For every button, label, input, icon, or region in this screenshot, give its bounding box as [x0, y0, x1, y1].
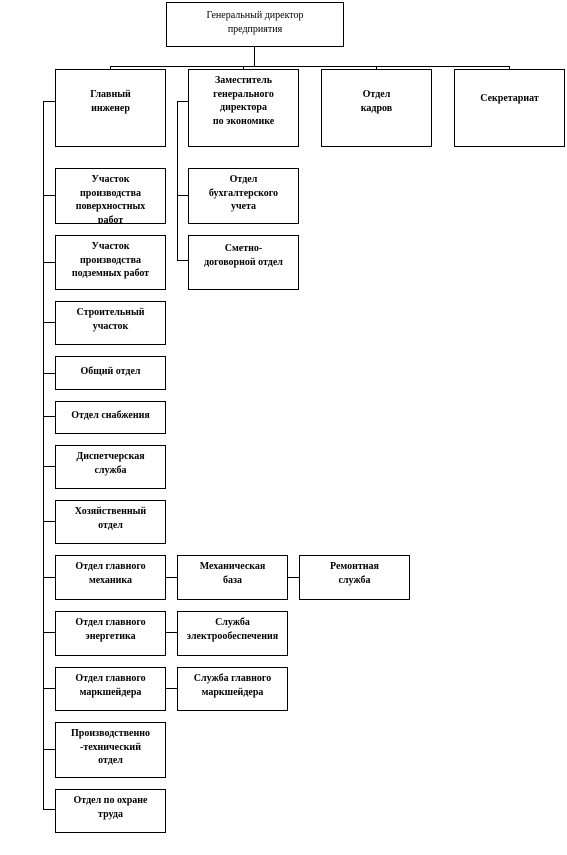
branch-general-dept [43, 373, 56, 374]
chief-engineer-spine [43, 101, 44, 809]
connector-ceo-down [254, 46, 255, 67]
node-chief-engineer-label: Главный инженер [90, 89, 131, 114]
branch-surface-section [43, 195, 56, 196]
node-household-dept: Хозяйственный отдел [55, 500, 166, 544]
node-household-dept-label: Хозяйственный отдел [74, 506, 147, 531]
connector-chief-engineer [110, 66, 111, 70]
node-chief-power-label: Отдел главного энергетика [75, 617, 146, 642]
node-mech-base: Механическая база [177, 555, 288, 600]
link-power-to-service [166, 632, 178, 633]
node-supply-dept: Отдел снабжения [55, 401, 166, 434]
node-production-tech: Производственно -технический отдел [55, 722, 166, 778]
node-power-service: Служба электрообеспечения [177, 611, 288, 656]
node-mech-base-label: Механическая база [199, 561, 266, 586]
node-general-dept-label: Общий отдел [80, 366, 141, 377]
node-surveyor-service: Служба главного маркшейдера [177, 667, 288, 711]
branch-production-tech [43, 749, 56, 750]
node-ceo-label: Генеральный директор предприятия [206, 10, 304, 35]
node-construction-section: Строительный участок [55, 301, 166, 345]
node-deputy-economics-label: Заместитель генерального директора по эк… [212, 75, 275, 127]
node-surveyor-service-label: Служба главного маркшейдера [193, 673, 272, 698]
node-general-dept: Общий отдел [55, 356, 166, 390]
node-underground-section: Участок производства подземных работ [55, 235, 166, 290]
node-chief-mechanic: Отдел главного механика [55, 555, 166, 600]
node-chief-mechanic-label: Отдел главного механика [75, 561, 146, 586]
node-secretariat-label: Секретариат [480, 93, 539, 104]
branch-dispatch [43, 466, 56, 467]
branch-estimates [177, 260, 188, 261]
node-accounting: Отдел бухгалтерского учета [188, 168, 299, 224]
node-construction-section-label: Строительный участок [76, 307, 145, 332]
node-repair-service: Ремонтная служба [299, 555, 410, 600]
node-production-tech-label: Производственно -технический отдел [71, 728, 150, 766]
node-accounting-label: Отдел бухгалтерского учета [208, 174, 279, 212]
deputy-spine-stub [177, 101, 188, 102]
branch-labor-safety [43, 809, 56, 810]
node-supply-dept-label: Отдел снабжения [71, 410, 150, 421]
node-underground-section-label: Участок производства подземных работ [71, 241, 150, 279]
node-hr-label: Отдел кадров [360, 89, 393, 114]
branch-accounting [177, 195, 188, 196]
chief-engineer-spine-stub [43, 101, 56, 102]
node-repair-service-label: Ремонтная служба [330, 561, 379, 586]
node-chief-surveyor-label: Отдел главного маркшейдера [75, 673, 146, 698]
node-labor-safety-label: Отдел по охране труда [73, 795, 148, 820]
link-surveyor-to-service [166, 688, 178, 689]
branch-household-dept [43, 521, 56, 522]
node-chief-surveyor: Отдел главного маркшейдера [55, 667, 166, 711]
deputy-spine [177, 101, 178, 260]
branch-underground-section [43, 262, 56, 263]
node-dispatch-label: Диспетчерская служба [76, 451, 145, 476]
connector-hr [376, 66, 377, 70]
node-secretariat: Секретариат [454, 69, 565, 147]
link-base-to-repair [288, 577, 300, 578]
link-mechanic-to-base [166, 577, 178, 578]
connector-top-bus [110, 66, 510, 67]
node-estimates-label: Сметно- договорной отдел [204, 243, 283, 268]
node-dispatch: Диспетчерская служба [55, 445, 166, 489]
connector-deputy [243, 66, 244, 70]
branch-supply-dept [43, 416, 56, 417]
node-chief-power: Отдел главного энергетика [55, 611, 166, 656]
branch-chief-power [43, 632, 56, 633]
connector-secretariat [509, 66, 510, 70]
node-ceo: Генеральный директор предприятия [166, 2, 344, 47]
node-chief-engineer: Главный инженер [55, 69, 166, 147]
node-labor-safety: Отдел по охране труда [55, 789, 166, 833]
node-surface-section-label: Участок производства поверхностных работ [75, 174, 146, 224]
branch-chief-mechanic [43, 577, 56, 578]
branch-construction-section [43, 322, 56, 323]
node-deputy-economics: Заместитель генерального директора по эк… [188, 69, 299, 147]
node-power-service-label: Служба электрообеспечения [186, 617, 279, 642]
branch-chief-surveyor [43, 688, 56, 689]
node-hr: Отдел кадров [321, 69, 432, 147]
node-estimates: Сметно- договорной отдел [188, 235, 299, 290]
node-surface-section: Участок производства поверхностных работ [55, 168, 166, 224]
